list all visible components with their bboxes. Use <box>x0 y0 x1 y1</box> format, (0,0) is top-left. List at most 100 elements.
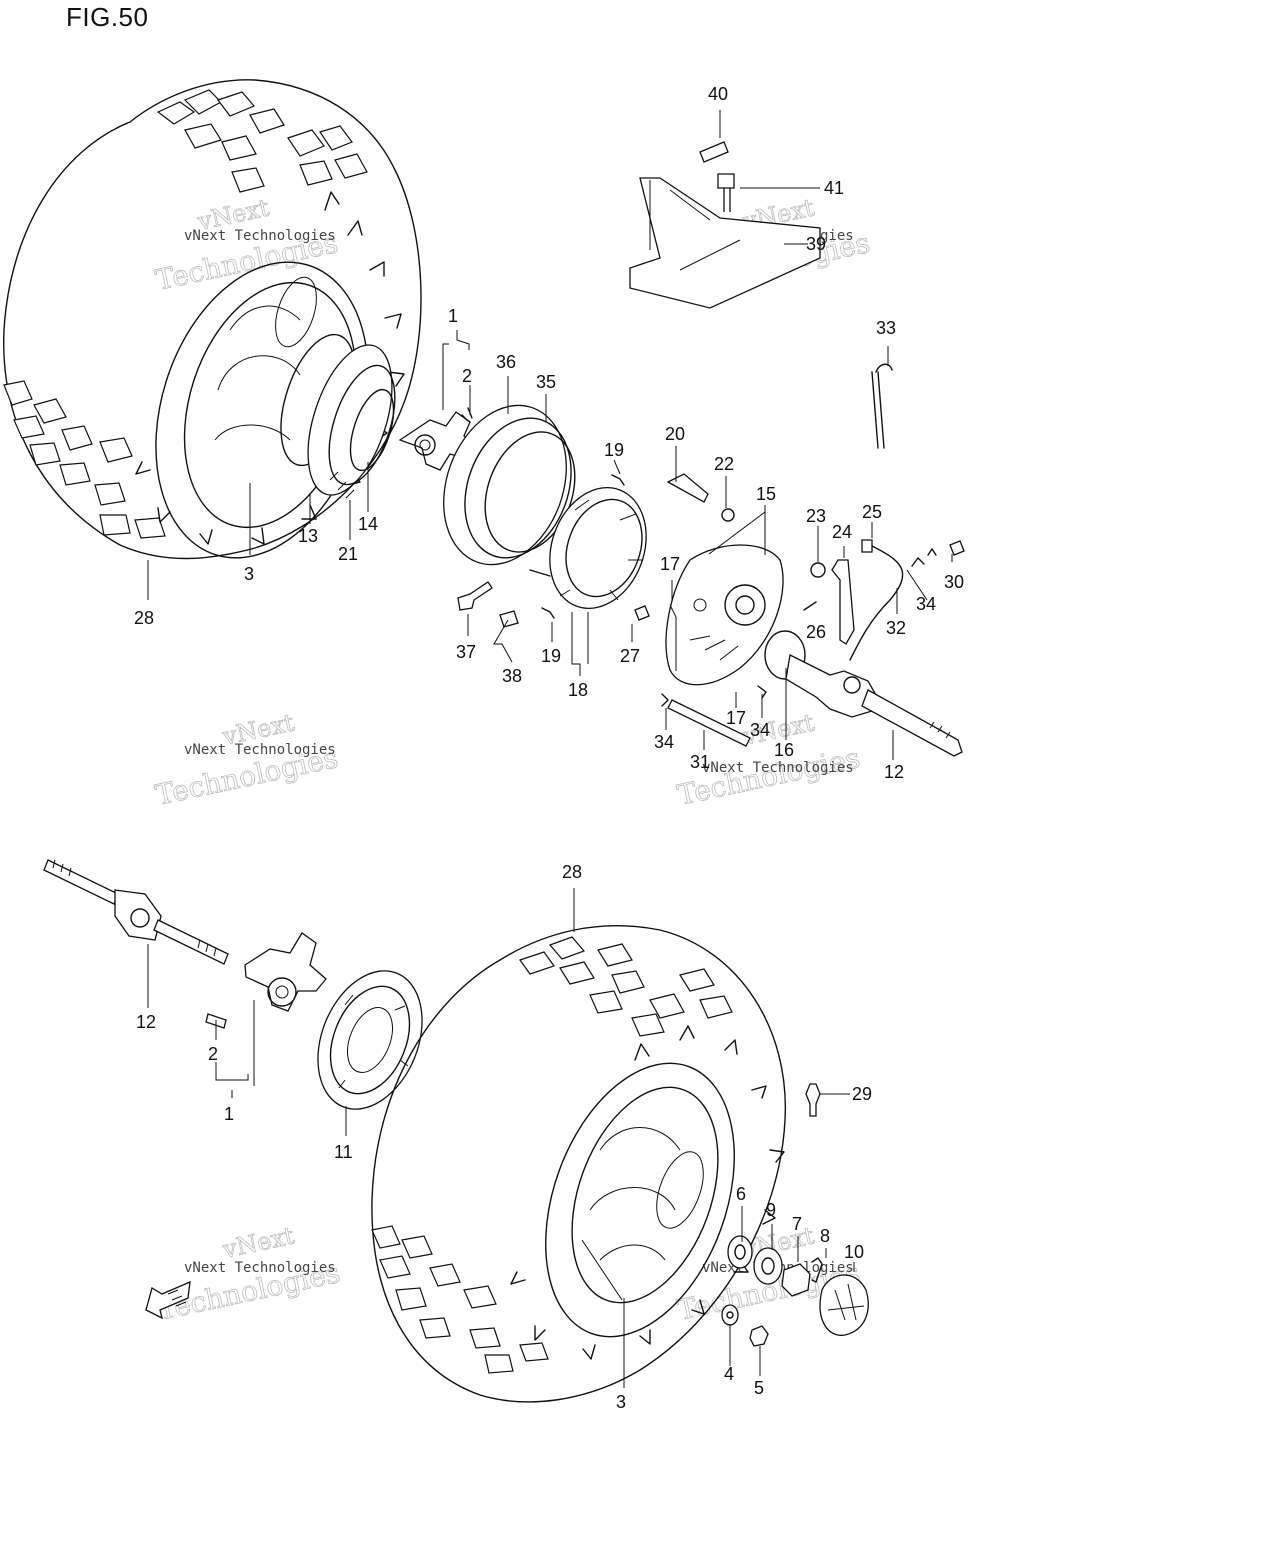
direction-arrow-icon <box>145 1280 191 1320</box>
washer-6 <box>727 1235 753 1269</box>
callout-11: 11 <box>334 1142 353 1162</box>
callout-12b: 12 <box>136 1012 156 1032</box>
pin-26 <box>803 601 817 611</box>
cotter-pin-8 <box>811 1257 823 1283</box>
bottom-tire-tread-left <box>371 1225 549 1374</box>
callout-28a: 28 <box>134 608 154 628</box>
clip-34b <box>661 693 669 707</box>
callout-20: 20 <box>665 424 685 444</box>
callout-19b: 19 <box>541 646 561 666</box>
callout-28b: 28 <box>562 862 582 882</box>
seal-16 <box>764 630 806 680</box>
callout-33: 33 <box>876 318 896 338</box>
top-tire-tread-left <box>3 380 166 539</box>
svg-text:vNext: vNext <box>219 1221 297 1264</box>
callout-6: 6 <box>736 1184 746 1204</box>
svg-text:vNext Technologies: vNext Technologies <box>184 1260 336 1276</box>
leader-lines <box>147 110 953 1388</box>
callout-3b: 3 <box>616 1392 626 1412</box>
top-hub-assembly <box>307 344 396 499</box>
bottom-hub-flange <box>205 932 327 1029</box>
top-tire <box>3 79 422 560</box>
callout-41: 41 <box>824 178 844 198</box>
callout-27: 27 <box>620 646 640 666</box>
bolt-30 <box>949 540 965 556</box>
pin-19b <box>541 607 555 619</box>
callout-39: 39 <box>806 234 826 254</box>
bolt-25 <box>861 539 873 553</box>
bottom-tire-tread-top <box>519 936 733 1037</box>
callout-2b: 2 <box>208 1044 218 1064</box>
pin-19a <box>611 474 625 486</box>
callout-31: 31 <box>690 752 710 772</box>
callout-12a: 12 <box>884 762 904 782</box>
watermark-bottom-left: vNext Technologies vNext Technologies <box>154 1221 343 1327</box>
callout-8: 8 <box>820 1226 830 1246</box>
washer-22 <box>721 508 735 522</box>
callout-29: 29 <box>852 1084 872 1104</box>
callout-14: 14 <box>358 514 378 534</box>
brake-panel-15 <box>665 544 784 686</box>
brake-disc-11 <box>317 970 423 1110</box>
nut-7 <box>781 1263 811 1297</box>
callout-17b: 17 <box>726 708 746 728</box>
clip-34c <box>927 548 937 556</box>
callout-24: 24 <box>832 522 852 542</box>
nut-38 <box>499 610 519 628</box>
tube-31 <box>667 699 751 747</box>
washer-4 <box>721 1304 739 1326</box>
bottom-tire <box>371 925 787 1403</box>
callout-23: 23 <box>806 506 826 526</box>
valve-29 <box>805 1083 821 1117</box>
cable-33 <box>871 363 893 449</box>
callout-2: 2 <box>462 366 472 386</box>
callout-16: 16 <box>774 740 794 760</box>
callout-40: 40 <box>708 84 728 104</box>
callout-1b: 1 <box>224 1104 234 1124</box>
callout-labels: 40 41 39 33 1 2 36 35 19 20 22 15 23 24 … <box>134 84 964 1412</box>
washer-23 <box>810 562 826 578</box>
figure-title: FIG.50 <box>66 2 149 32</box>
callout-34a: 34 <box>916 594 936 614</box>
callout-15: 15 <box>756 484 776 504</box>
callout-4: 4 <box>724 1364 734 1384</box>
callout-5: 5 <box>754 1378 764 1398</box>
nut-5 <box>749 1325 769 1347</box>
svg-text:vNext Technologies: vNext Technologies <box>184 742 336 758</box>
brake-shoe-18 <box>529 487 647 609</box>
callout-26: 26 <box>806 622 826 642</box>
callout-13: 13 <box>298 526 318 546</box>
bolt-37 <box>457 581 493 611</box>
top-tire-tread-top <box>156 89 368 193</box>
svg-text:vNext Technologies: vNext Technologies <box>702 760 854 776</box>
bottom-axle-12 <box>43 859 229 965</box>
callout-9: 9 <box>766 1200 776 1220</box>
callout-7: 7 <box>792 1214 802 1234</box>
callout-21: 21 <box>338 544 358 564</box>
callout-22: 22 <box>714 454 734 474</box>
washer-9 <box>753 1247 783 1285</box>
bolt-41 <box>717 173 735 212</box>
cap-10 <box>819 1274 869 1336</box>
callout-38: 38 <box>502 666 522 686</box>
bottom-wheel-hardware <box>721 1083 869 1347</box>
callout-37: 37 <box>456 642 476 662</box>
callout-17a: 17 <box>660 554 680 574</box>
bolt-27 <box>634 605 650 621</box>
callout-32: 32 <box>886 618 906 638</box>
brake-lever-24 <box>831 544 925 661</box>
callout-10: 10 <box>844 1242 864 1262</box>
callout-19a: 19 <box>604 440 624 460</box>
clip-34 <box>757 685 767 699</box>
callout-25: 25 <box>862 502 882 522</box>
svg-text:vNext Technologies: vNext Technologies <box>184 228 336 244</box>
callout-30: 30 <box>944 572 964 592</box>
callout-18: 18 <box>568 680 588 700</box>
bracket-39 <box>629 141 821 309</box>
nipple-20 <box>666 473 709 503</box>
callout-36: 36 <box>496 352 516 372</box>
watermark-mid-left: vNext Technologies vNext Technologies <box>152 708 341 812</box>
top-axle-12 <box>785 654 963 757</box>
